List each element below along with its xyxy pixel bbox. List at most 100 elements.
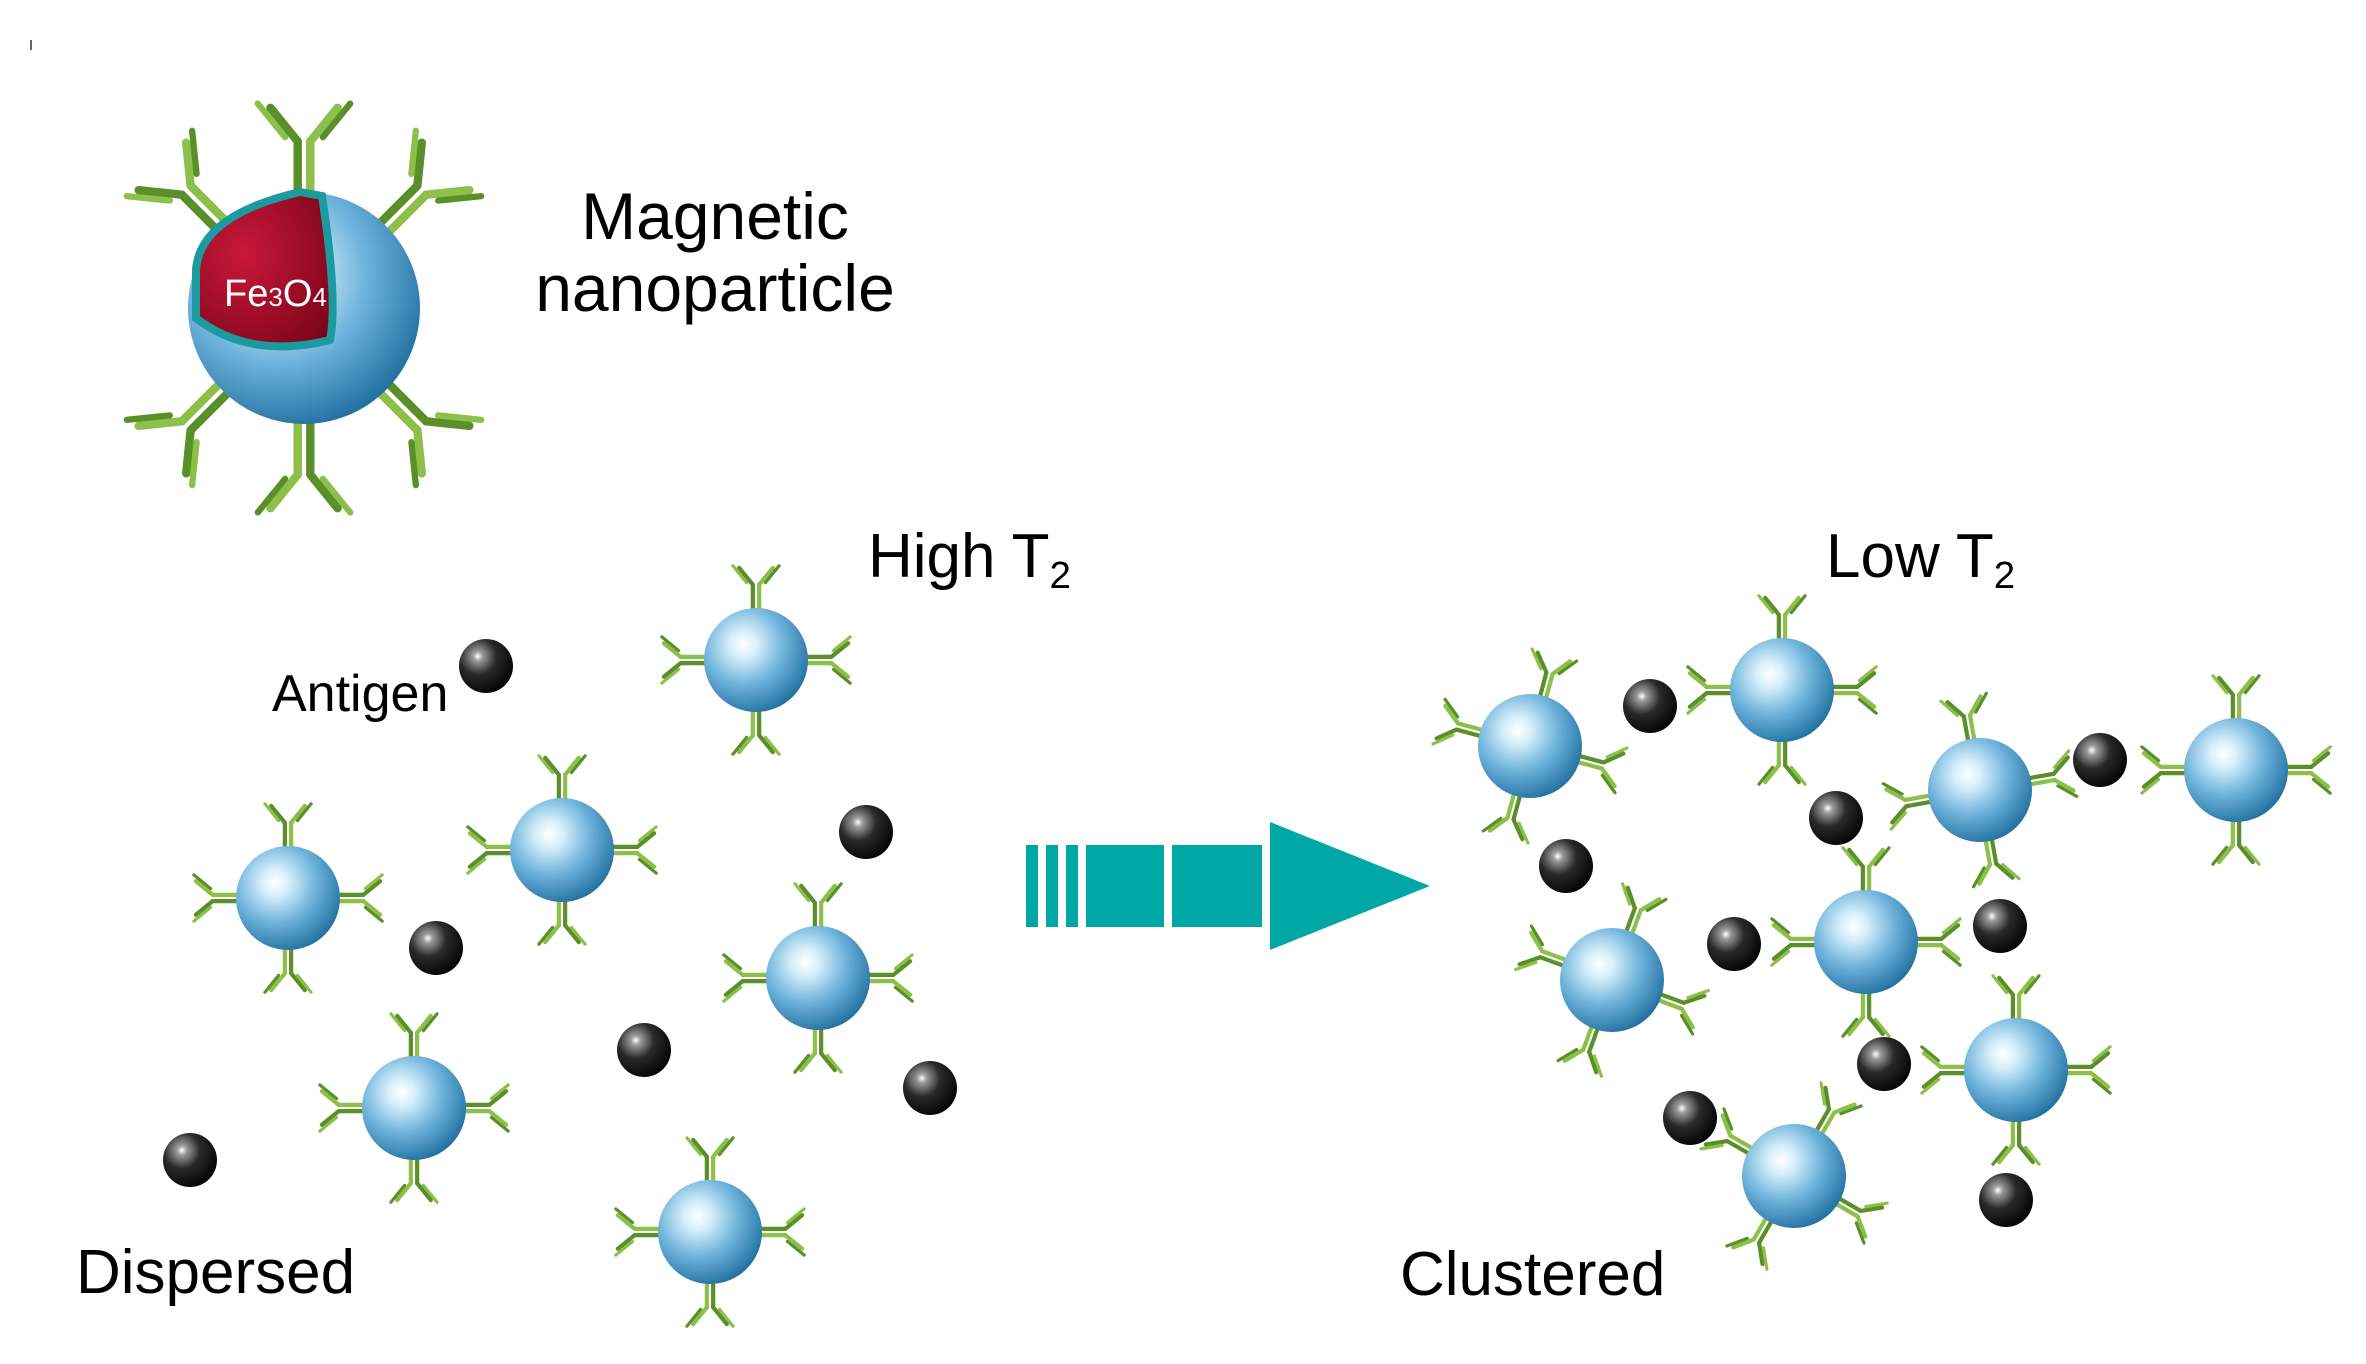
antibody-icon (462, 1085, 508, 1131)
particle-sphere (236, 846, 340, 950)
particle-sphere (362, 1056, 466, 1160)
process-arrow (1026, 822, 1430, 950)
legend-title-line2: nanoparticle (535, 251, 895, 325)
antibody-icon (733, 708, 779, 754)
antibody-icon (468, 827, 514, 873)
antigen-ball (1979, 1173, 2033, 1227)
antibody-icon (687, 1138, 733, 1184)
antigen-ball (1809, 791, 1863, 845)
clustered-particle (1922, 976, 2110, 1164)
antibody-icon (724, 955, 770, 1001)
antigen-ball (1857, 1037, 1911, 1091)
antigen-label: Antigen (272, 665, 449, 723)
legend-title-line1: Magnetic (581, 179, 849, 253)
antibody-icon (2284, 747, 2330, 793)
antibody-icon (1993, 1118, 2039, 1164)
antibody-icon (1843, 848, 1889, 894)
low-t2-subscript: 2 (1993, 553, 2016, 597)
particle-sphere (1730, 638, 1834, 742)
antibody-icon (1993, 976, 2039, 1022)
particle-sphere (658, 1180, 762, 1284)
dispersed-label: Dispersed (76, 1238, 356, 1307)
particle-layer (127, 104, 2330, 1327)
high-t2-label: High T2 (868, 522, 1071, 600)
clustered-particle (1516, 884, 1709, 1077)
antibody-icon (610, 827, 656, 873)
antibody-icon (1759, 738, 1805, 784)
antibody-icon (662, 637, 708, 683)
legend-nanoparticle (127, 104, 481, 513)
high-t2-text: High T (868, 522, 1050, 591)
core-formula-n1: 3 (268, 282, 283, 312)
antigen-ball (459, 639, 513, 693)
antibody-icon (265, 946, 311, 992)
antibody-icon (320, 1085, 366, 1131)
antibody-icon (539, 756, 585, 802)
antigen-ball (617, 1023, 671, 1077)
particle-sphere (766, 926, 870, 1030)
antibody-icon (391, 1156, 437, 1202)
high-t2-subscript: 2 (1049, 553, 1071, 597)
particle-sphere (2184, 718, 2288, 822)
antigen-ball (2073, 733, 2127, 787)
core-formula-n2: 4 (312, 282, 327, 312)
antibody-icon (258, 104, 350, 196)
antibody-icon (733, 566, 779, 612)
antibody-icon (616, 1209, 662, 1255)
low-t2-text: Low T (1826, 522, 1994, 591)
clustered-particle (1688, 596, 1876, 784)
antibody-icon (795, 1026, 841, 1072)
clustered-particle (1701, 1083, 1887, 1269)
antibody-icon (2213, 676, 2259, 722)
antibody-icon (336, 875, 382, 921)
low-t2-label: Low T2 (1826, 522, 2015, 600)
dispersed-particle (616, 1138, 804, 1326)
fe3o4-core (192, 187, 337, 351)
particle-sphere (1478, 694, 1582, 798)
clustered-label: Clustered (1400, 1240, 1666, 1309)
antibody-icon (539, 898, 585, 944)
core-formula-fe: Fe (224, 273, 269, 315)
antigen-ball (1973, 899, 2027, 953)
antigen-ball (1539, 839, 1593, 893)
antibody-icon (2213, 818, 2259, 864)
particle-sphere (510, 798, 614, 902)
antigen-ball (163, 1133, 217, 1187)
clustered-particle (1883, 693, 2077, 887)
particle-sphere (704, 608, 808, 712)
core-formula: Fe3O4 (224, 274, 327, 317)
dispersed-particle (194, 804, 382, 992)
legend-title: Magnetic nanoparticle (505, 180, 925, 324)
antibody-icon (1922, 1047, 1968, 1093)
antibody-icon (1759, 596, 1805, 642)
antigen-ball (903, 1061, 957, 1115)
antigen-ball (1663, 1091, 1717, 1145)
antibody-icon (391, 1014, 437, 1060)
antibody-icon (687, 1280, 733, 1326)
dispersed-particle (320, 1014, 508, 1202)
dispersed-particle (468, 756, 656, 944)
tick-mark (30, 40, 32, 50)
antibody-icon (258, 420, 350, 512)
antibody-icon (1914, 919, 1960, 965)
antigen-ball (409, 921, 463, 975)
particle-sphere (1814, 890, 1918, 994)
antibody-icon (2064, 1047, 2110, 1093)
antigen-ball (1623, 679, 1677, 733)
antibody-icon (866, 955, 912, 1001)
core-formula-o: O (282, 273, 313, 315)
dispersed-particle (662, 566, 850, 754)
antibody-icon (804, 637, 850, 683)
antibody-icon (1843, 990, 1889, 1036)
clustered-particle (2142, 676, 2330, 864)
antibody-icon (1830, 667, 1876, 713)
clustered-particle (1772, 848, 1960, 1036)
antibody-icon (758, 1209, 804, 1255)
antigen-layer (163, 639, 2127, 1227)
particle-sphere (1560, 928, 1664, 1032)
dispersed-particle (724, 884, 912, 1072)
antibody-icon (265, 804, 311, 850)
antigen-ball (839, 805, 893, 859)
particle-sphere (1964, 1018, 2068, 1122)
